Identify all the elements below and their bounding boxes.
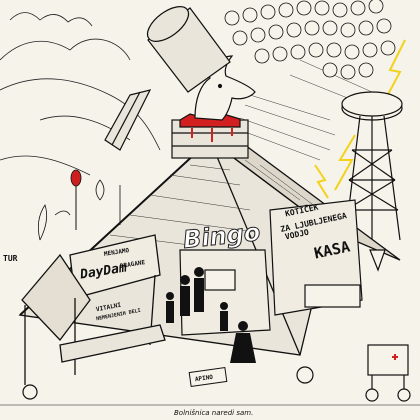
sign-tur: TUR xyxy=(3,254,18,263)
lightning-bolts xyxy=(314,39,406,199)
walker xyxy=(365,344,411,402)
plants xyxy=(37,179,121,241)
market-stall xyxy=(21,234,166,385)
caption: Bolnišnica naredi sam. xyxy=(174,409,254,417)
tesla-tower xyxy=(341,91,403,241)
red-flower xyxy=(70,169,82,230)
small-sign xyxy=(188,366,228,388)
pyramid-wheels xyxy=(22,366,314,400)
background-landscape xyxy=(0,12,161,176)
people-silhouettes xyxy=(166,267,256,363)
giant-hammer xyxy=(104,6,231,151)
chimney xyxy=(171,112,249,159)
roof-tiles xyxy=(109,159,321,246)
kasa-booth xyxy=(269,199,386,316)
crowd-of-figures xyxy=(224,0,396,80)
